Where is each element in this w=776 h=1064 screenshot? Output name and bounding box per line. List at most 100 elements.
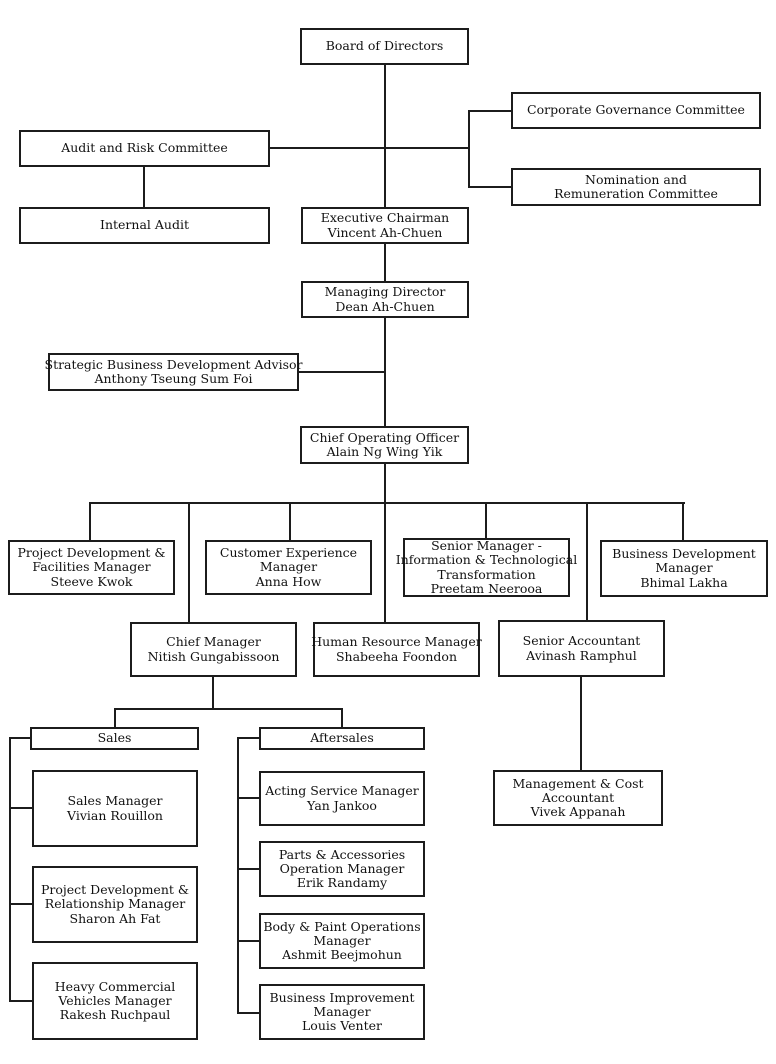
connector-line — [237, 1012, 259, 1014]
org-box-label-line: Nitish Gungabissoon — [147, 648, 280, 664]
connector-line — [384, 464, 386, 504]
org-box-label-line: Project Development & — [40, 882, 189, 898]
org-box-label-line: Project Development & — [17, 545, 166, 561]
org-box-label-line: Business Development — [612, 546, 756, 562]
org-box-label-line: Dean Ah-Chuen — [335, 298, 435, 314]
org-box-label-line: Operation Manager — [279, 860, 405, 876]
connector-line — [580, 677, 582, 770]
org-box-label-line: Vehicles Manager — [58, 992, 172, 1008]
connector-line — [289, 504, 291, 540]
org-box-label-line: Executive Chairman — [320, 210, 450, 226]
org-box-label-line: Louis Venter — [302, 1018, 382, 1034]
connector-line — [468, 110, 470, 188]
connector-line — [114, 708, 343, 710]
org-box-label-line: Chief Manager — [166, 634, 261, 650]
org-box-label-line: Audit and Risk Committee — [61, 140, 228, 156]
org-box-label-line: Strategic Business Development Advisor — [44, 356, 303, 372]
org-box-label-line: Sales — [97, 730, 132, 746]
connector-line — [384, 65, 386, 207]
org-box-label-line: Customer Experience — [219, 545, 358, 561]
connector-line — [485, 504, 487, 538]
org-box-label-line: Information & Technological — [395, 552, 578, 568]
org-box-label-line: Anthony Tseung Sum Foi — [94, 371, 253, 386]
org-box-label-line: Chief Operating Officer — [309, 429, 460, 445]
org-box-label-line: Ashmit Beejmohun — [282, 947, 402, 963]
org-box-internal-audit: Internal Audit — [19, 207, 270, 244]
org-box-board: Board of Directors — [300, 28, 469, 65]
org-box-audit-risk: Audit and Risk Committee — [19, 130, 270, 167]
org-box-label-line: Anna How — [255, 573, 322, 589]
org-box-label-line: Steeve Kwok — [50, 573, 133, 589]
connector-line — [341, 710, 343, 727]
org-box-label-line: Sharon Ah Fat — [69, 910, 161, 926]
org-box-label-line: Senior Manager - — [431, 538, 542, 553]
connector-line — [586, 504, 588, 620]
org-box-label-line: Board of Directors — [325, 38, 444, 54]
connector-line — [9, 807, 32, 809]
connector-line — [384, 504, 386, 622]
org-box-label-line: Facilities Manager — [32, 559, 151, 575]
connector-line — [9, 737, 32, 739]
connector-line — [270, 147, 470, 149]
connector-line — [188, 504, 190, 622]
org-box-label-line: Internal Audit — [100, 217, 189, 233]
org-box-label-line: Preetam Neerooa — [430, 580, 543, 596]
org-box-label-line: Accountant — [541, 789, 615, 805]
org-box-label-line: Managing Director — [324, 284, 446, 300]
connector-line — [237, 797, 259, 799]
org-box-label-line: Sales Manager — [67, 793, 163, 809]
org-box-label-line: Erik Randamy — [296, 875, 388, 891]
org-box-label-line: Nomination and — [585, 171, 687, 187]
org-box-label-line: Remuneration Committee — [554, 186, 718, 201]
org-box-label-line: Alain Ng Wing Yik — [326, 444, 443, 459]
org-box-proj-rel-mgr: Project Development &Relationship Manage… — [32, 866, 198, 943]
org-box-label-line: Manager — [313, 1003, 371, 1019]
org-box-label-line: Yan Jankoo — [307, 797, 377, 813]
org-box-label-line: Acting Service Manager — [265, 783, 419, 799]
org-box-label-line: Bhimal Lakha — [640, 574, 728, 590]
org-box-label-line: Vivian Rouillon — [67, 807, 163, 823]
org-box-label-line: Avinash Ramphul — [526, 647, 637, 663]
connector-line — [89, 502, 685, 504]
org-box-label-line: Manager — [259, 559, 318, 575]
org-box-label-line: Vivek Appanah — [530, 804, 626, 820]
org-box-label-line: Senior Accountant — [522, 633, 641, 649]
org-box-label-line: Body & Paint Operations — [263, 918, 421, 934]
org-box-label-line: Shabeeha Foondon — [335, 648, 457, 664]
org-box-label-line: Vincent Ah-Chuen — [327, 224, 443, 240]
connector-line — [237, 737, 239, 1014]
org-box-label-line: Transformation — [437, 566, 536, 582]
connector-line — [212, 677, 214, 708]
connector-line — [237, 940, 259, 942]
connector-line — [143, 167, 145, 207]
connector-line — [89, 504, 91, 540]
org-box-label-line: Heavy Commercial — [54, 978, 176, 994]
connector-line — [114, 710, 116, 727]
connector-line — [470, 110, 511, 112]
connector-line — [299, 371, 385, 373]
org-box-label-line: Manager — [655, 560, 713, 576]
org-box-senior-mgr-itt: Senior Manager -Information & Technologi… — [396, 538, 577, 597]
connector-line — [682, 504, 684, 540]
connector-line — [9, 737, 11, 1002]
org-box-label-line: Rakesh Ruchpaul — [59, 1007, 171, 1023]
org-box-label-line: Manager — [313, 932, 371, 948]
connector-line — [470, 186, 511, 188]
org-box-aftersales-hdr: Aftersales — [259, 727, 425, 750]
org-box-label-line: Management & Cost — [512, 775, 644, 791]
connector-line — [9, 1000, 32, 1002]
